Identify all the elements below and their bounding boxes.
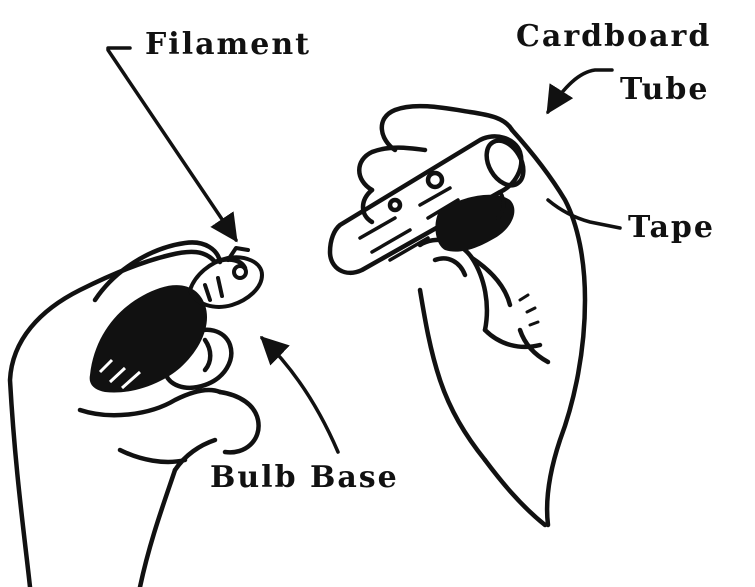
- tape-arrow: [548, 200, 620, 228]
- cardboard-tube-arrow: [548, 70, 612, 112]
- tape-label: Tape: [628, 213, 715, 243]
- filament-arrow: [108, 48, 236, 240]
- filament-label: Filament: [145, 30, 311, 60]
- bulb-base-arrow: [262, 338, 338, 452]
- cardboard-label: Cardboard: [516, 22, 711, 52]
- tube-label: Tube: [620, 75, 709, 105]
- bulb-socket-shadow: [90, 285, 207, 392]
- bulb-base-label: Bulb Base: [210, 463, 399, 493]
